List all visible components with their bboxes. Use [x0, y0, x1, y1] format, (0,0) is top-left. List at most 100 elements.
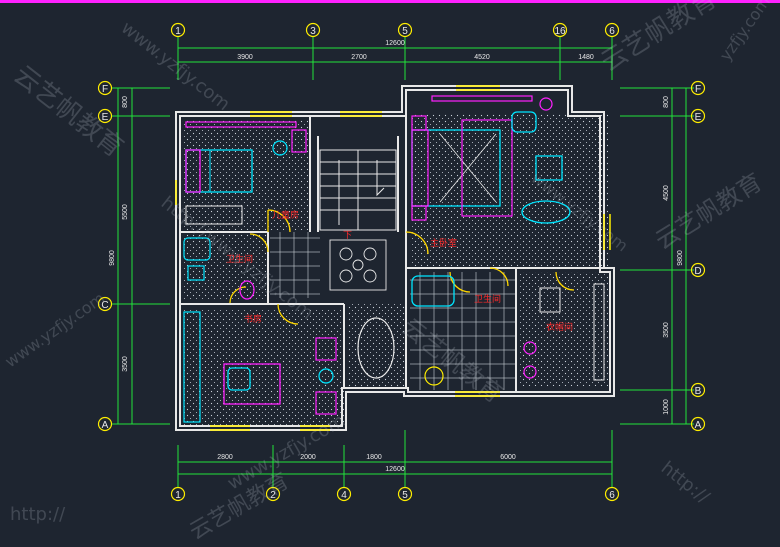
svg-text:F: F: [695, 84, 701, 95]
kids-wardrobe: [185, 205, 243, 225]
hall-tile-floor: [270, 232, 320, 298]
kids-bed: [185, 149, 253, 193]
master-bed: [411, 119, 513, 217]
kids-desk: [291, 129, 307, 153]
kids-room-floor: [182, 120, 308, 230]
svg-text:F: F: [102, 84, 108, 95]
top-dimension-lines: [177, 36, 613, 80]
bathroom-left-label: 卫生间: [226, 253, 253, 265]
svg-text:5: 5: [402, 490, 408, 501]
toilet-right: [424, 366, 444, 386]
cloakroom-label: 衣帽间: [546, 321, 573, 333]
left-dim-seg-1: 800: [122, 96, 129, 108]
top-dim-total: 12600: [385, 40, 405, 47]
bottom-dim-seg-4: 6000: [500, 454, 516, 461]
corridor-bathtub: [357, 317, 395, 379]
master-armchair: [511, 111, 537, 133]
svg-text:1: 1: [175, 26, 181, 37]
axis-bubble-bottom-4: 4: [336, 486, 352, 502]
svg-text:6: 6: [609, 26, 615, 37]
right-dim-total: 9800: [677, 250, 684, 266]
top-dim-seg-4: 1480: [578, 54, 594, 61]
atrium-rosette: [329, 239, 387, 291]
master-plant: [539, 97, 553, 111]
bottom-dim-seg-1: 2800: [217, 454, 233, 461]
bottom-dim-total: 12600: [385, 466, 405, 473]
bottom-dim-seg-2: 2000: [300, 454, 316, 461]
windows: [175, 85, 611, 431]
axis-bubble-top-6: 6: [604, 22, 620, 38]
toilet-left: [239, 280, 255, 300]
interior-walls: [180, 116, 604, 392]
master-curtain: [431, 95, 533, 102]
right-dim-seg-3: 3500: [663, 322, 670, 338]
kids-curtain: [185, 121, 297, 128]
study-desk: [223, 363, 281, 405]
axis-bubble-right-d: D: [690, 262, 706, 278]
cloak-rack: [593, 283, 605, 381]
watermark-brand-2: 云艺帆教育: [596, 0, 722, 78]
study-sofa-bottom: [315, 391, 337, 415]
svg-text:3: 3: [310, 26, 316, 37]
study-round-table: [318, 368, 334, 384]
axis-bubble-top-3: 3: [305, 22, 321, 38]
stair-down-label: 下: [343, 231, 352, 241]
axis-bubble-bottom-5: 5: [397, 486, 413, 502]
shower-right: [411, 275, 455, 307]
axis-bubble-top-1: 1: [170, 22, 186, 38]
axis-bubble-right-e: E: [690, 108, 706, 124]
staircase: [319, 149, 397, 231]
svg-text:E: E: [695, 112, 702, 123]
top-dim-seg-3: 4520: [474, 54, 490, 61]
svg-text:16: 16: [554, 26, 566, 37]
study-label: 书房: [244, 313, 262, 325]
bathroom-right-label: 卫生间: [474, 293, 501, 305]
axis-bubble-right-a: A: [690, 416, 706, 432]
axis-bubble-left-a: A: [97, 416, 113, 432]
watermark-url-7: http://: [10, 504, 66, 525]
svg-text:1: 1: [175, 490, 181, 501]
bathroom-left-floor: [182, 234, 266, 300]
left-dim-total: 9800: [109, 250, 116, 266]
axis-bubble-left-f: F: [97, 80, 113, 96]
right-dimension-lines: [620, 87, 694, 425]
study-floor: [182, 310, 344, 426]
svg-text:4: 4: [341, 490, 347, 501]
kids-chair: [272, 140, 288, 156]
master-nightstand-top: [411, 115, 427, 131]
svg-text:B: B: [695, 386, 702, 397]
bottom-dim-seg-3: 1800: [366, 454, 382, 461]
svg-text:5: 5: [402, 26, 408, 37]
doors: [229, 209, 575, 325]
corridor-floor: [348, 304, 406, 390]
axis-bubble-left-e: E: [97, 108, 113, 124]
axis-bubble-bottom-1: 1: [170, 486, 186, 502]
watermark-url-8: http://: [657, 457, 714, 508]
axis-bubble-bottom-2: 2: [265, 486, 281, 502]
axis-bubble-top-16: 16: [552, 22, 568, 38]
master-nightstand-bottom: [411, 205, 427, 221]
cloak-basin: [523, 341, 537, 355]
master-bedroom-floor: [410, 114, 608, 266]
left-dimension-lines: [112, 87, 170, 425]
svg-text:C: C: [101, 300, 108, 311]
study-chair: [227, 367, 251, 391]
cloak-shelf-left: [539, 287, 561, 313]
axis-bubble-right-b: B: [690, 382, 706, 398]
bottom-dimension-lines: [177, 430, 613, 488]
svg-text:A: A: [102, 420, 109, 431]
right-dim-seg-1: 800: [663, 96, 670, 108]
left-dim-seg-2: 5500: [122, 204, 129, 220]
master-side-table: [535, 155, 563, 181]
kids-room-label: 儿童房: [272, 209, 299, 221]
left-dim-seg-3: 3500: [122, 356, 129, 372]
master-bathtub: [521, 200, 571, 224]
svg-text:2: 2: [270, 490, 276, 501]
study-bookshelf: [183, 311, 201, 423]
svg-text:D: D: [694, 266, 701, 277]
svg-text:A: A: [695, 420, 702, 431]
axis-bubble-left-c: C: [97, 296, 113, 312]
watermark-brand-3: 云艺帆教育: [650, 168, 767, 255]
